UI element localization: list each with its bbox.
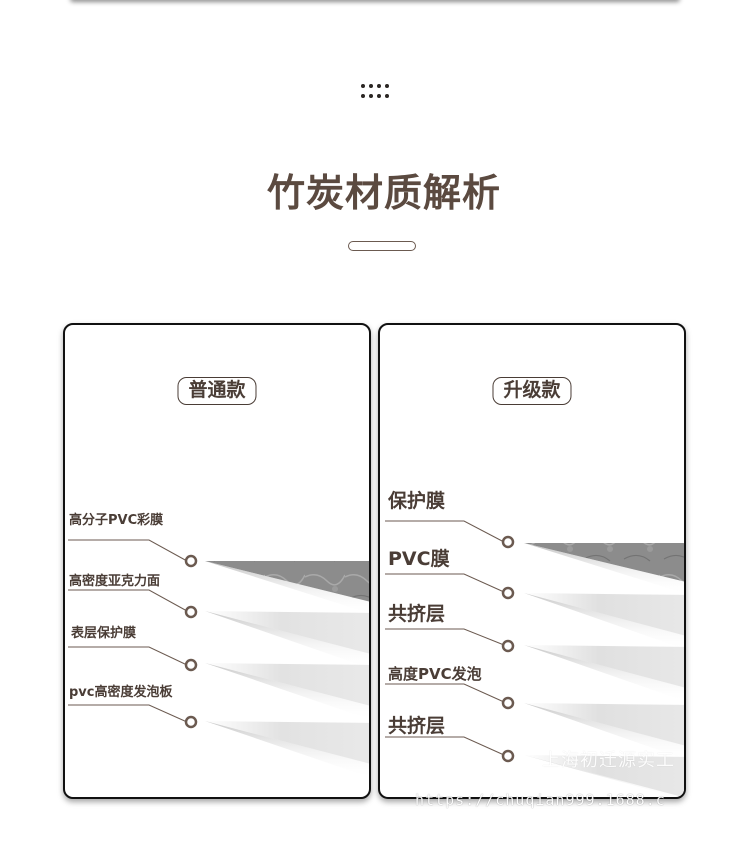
- marker-dot: [184, 658, 198, 672]
- layer-coextrusion-bottom: [524, 755, 684, 797]
- layer-label: 高密度亚克力面: [69, 574, 161, 589]
- marker-dot: [501, 696, 515, 710]
- card-badge-upgraded: 升级款: [492, 377, 572, 405]
- marker-dot: [184, 554, 198, 568]
- layer-illustration-standard: [68, 539, 369, 777]
- watermark-company: 上海初迁源实工: [542, 750, 675, 771]
- marker-dot: [501, 535, 515, 549]
- layer-foam-board: [205, 721, 369, 764]
- marker-dot: [184, 715, 198, 729]
- layer-label: 高分子PVC彩膜: [69, 513, 164, 528]
- title-underline-pill: [348, 241, 416, 251]
- leader-line: [385, 683, 505, 703]
- marker-dot: [501, 749, 515, 763]
- layer-label: pvc高密度发泡板: [69, 685, 173, 700]
- marker-dot: [184, 605, 198, 619]
- leader-line: [385, 573, 505, 593]
- layer-label: 共挤层: [388, 603, 446, 625]
- card-upgraded: 升级款 保护膜 PVC膜 共挤层 高度PVC发泡 共挤层: [378, 323, 686, 799]
- leader-line: [68, 646, 188, 666]
- leader-line: [68, 539, 188, 562]
- leader-line: [385, 736, 505, 756]
- leader-line: [68, 589, 188, 612]
- card-badge-standard: 普通款: [177, 377, 257, 405]
- layer-illustration-upgraded: [385, 520, 684, 797]
- layer-marble-film: [524, 543, 684, 582]
- marker-dot: [501, 639, 515, 653]
- layer-label: 高度PVC发泡: [388, 665, 482, 683]
- marker-dot: [501, 586, 515, 600]
- layer-protective-film: [205, 663, 369, 706]
- layer-label: PVC膜: [388, 548, 450, 570]
- layer-label: 共挤层: [388, 715, 446, 737]
- dots-ornament: [361, 82, 393, 100]
- leader-line: [385, 628, 505, 646]
- layer-acrylic: [205, 611, 369, 654]
- watermark-url: https://chuqian999.1688.c: [415, 791, 666, 809]
- layer-label: 表层保护膜: [71, 626, 137, 641]
- leader-line: [385, 520, 505, 543]
- leader-line: [68, 704, 188, 723]
- card-standard: 普通款 高分子PVC彩膜 高密度亚克力面 表层保护膜 pvc高密度发泡板: [63, 323, 371, 799]
- page-title: 竹炭材质解析: [266, 171, 501, 215]
- layer-label: 保护膜: [388, 490, 446, 512]
